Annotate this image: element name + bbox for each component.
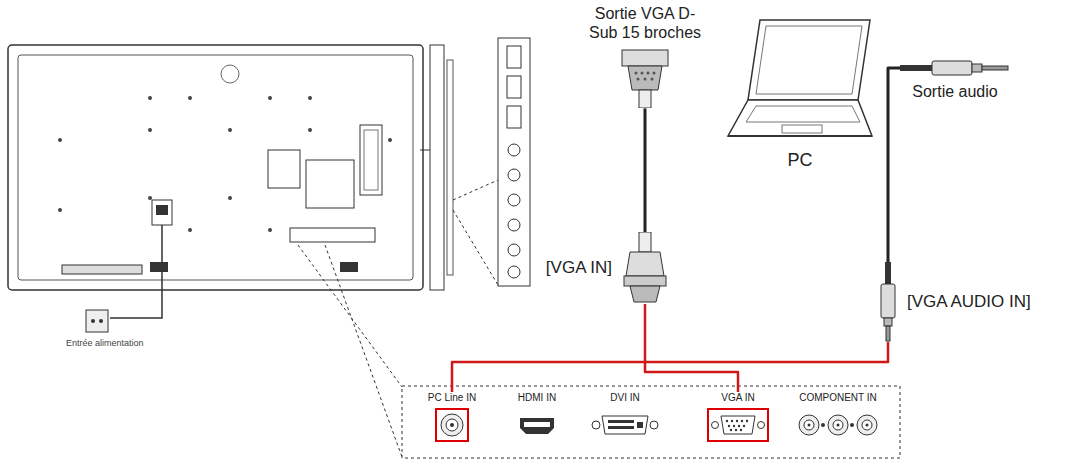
input-port: HDMI IN (517, 392, 557, 442)
audio-output-jack-icon (900, 58, 1010, 78)
input-port-icon (517, 408, 557, 442)
node-label: HDMI IN (518, 392, 556, 404)
node-label: Sortie VGA D-Sub 15 broches (585, 4, 705, 42)
node-label: PC Line IN (428, 392, 476, 404)
audio-cable-plug: [VGA AUDIO IN] (879, 262, 1031, 342)
input-port-icon (796, 408, 880, 442)
input-port: DVI IN (590, 392, 660, 442)
input-port: PC Line IN (428, 392, 476, 442)
input-port-icon (707, 408, 769, 442)
signal-route (645, 304, 738, 392)
node-label: COMPONENT IN (799, 392, 877, 404)
vga-cable-plug: [VGA IN] (546, 232, 668, 304)
pc-laptop: PC (720, 14, 880, 172)
input-port-icon (435, 408, 469, 442)
input-port: VGA IN (707, 392, 769, 442)
pc-laptop-icon (720, 14, 880, 146)
input-port-icon (590, 408, 660, 442)
audio-output-jack: Sortie audio (900, 58, 1010, 101)
vga-cable-plug-icon (622, 232, 668, 304)
cable (644, 108, 647, 232)
vga-output-connector-icon (618, 46, 672, 108)
node-label: PC (787, 150, 812, 172)
node-label: DVI IN (610, 392, 639, 404)
audio-cable-plug-icon (879, 262, 897, 342)
vga-output-connector: Sortie VGA D-Sub 15 broches (585, 4, 705, 108)
node-label: [VGA AUDIO IN] (907, 292, 1031, 312)
node-label: Sortie audio (912, 82, 997, 101)
input-port: COMPONENT IN (796, 392, 880, 442)
signal-route (452, 342, 888, 392)
power-input-label: Entrée alimentation (66, 338, 144, 348)
cable (888, 68, 900, 262)
node-label: [VGA IN] (546, 258, 612, 278)
node-label: VGA IN (721, 392, 754, 404)
